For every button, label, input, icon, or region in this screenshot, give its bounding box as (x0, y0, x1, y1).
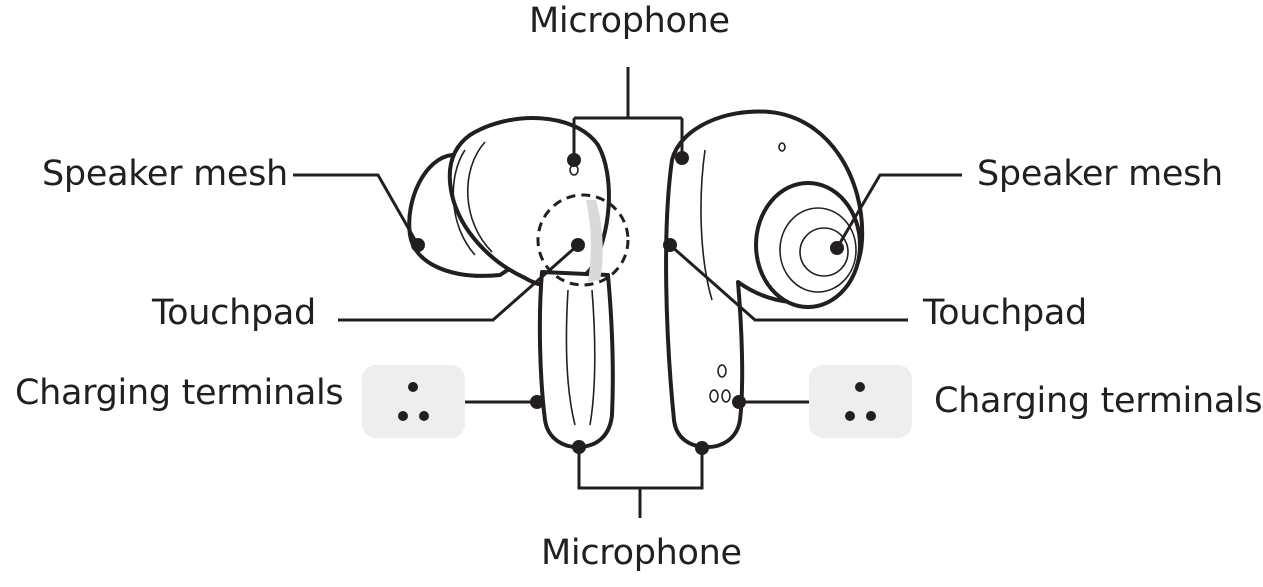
left-touchpad-zone (536, 193, 630, 287)
label-charging-terminals-left: Charging terminals (15, 373, 344, 413)
label-speaker-mesh-left: Speaker mesh (42, 154, 288, 194)
right-terminal-pad (809, 365, 912, 438)
touch-left-marker (571, 238, 585, 252)
left-stem-detail (565, 289, 576, 426)
mic-bottom-left-marker (572, 440, 586, 454)
speaker-left-leader (293, 173, 420, 246)
speaker-left-marker (411, 238, 425, 252)
left-terminal-pad (362, 365, 465, 438)
left-touch-shade (586, 200, 603, 282)
left-head-detail (452, 149, 476, 256)
charge-right-marker (732, 395, 746, 409)
right-mic-hole-2 (709, 389, 719, 403)
mic-top-leader (572, 67, 684, 160)
label-charging-terminals-right: Charging terminals (934, 381, 1263, 421)
touch-left-leader (338, 243, 579, 322)
right-mic-hole-1 (717, 364, 727, 378)
left-stem-detail-2 (589, 289, 596, 426)
touch-right-leader (669, 243, 908, 322)
label-touchpad-right: Touchpad (923, 293, 1087, 333)
mic-top-right-marker (675, 151, 689, 165)
mic-bottom-right-marker (695, 441, 709, 455)
label-microphone-top: Microphone (529, 1, 730, 41)
left-head-detail-2 (467, 141, 493, 253)
right-ear-tip (754, 181, 862, 309)
right-speaker-mesh-disc (799, 227, 849, 277)
right-sensor (778, 142, 786, 152)
right-nozzle-ring (779, 207, 857, 293)
right-body-detail (700, 149, 713, 301)
mic-top-left-marker (567, 153, 581, 167)
speaker-right-leader (835, 173, 962, 249)
label-speaker-mesh-right: Speaker mesh (977, 154, 1223, 194)
label-microphone-bottom: Microphone (541, 533, 742, 573)
charge-left-marker (530, 395, 544, 409)
mic-bottom-leader (577, 447, 704, 518)
right-earbud (664, 109, 865, 450)
speaker-right-marker (830, 241, 844, 255)
left-earbud-stem (537, 270, 615, 450)
touch-right-marker (663, 238, 677, 252)
right-mic-hole-3 (721, 389, 731, 403)
label-touchpad-left: Touchpad (152, 293, 316, 333)
